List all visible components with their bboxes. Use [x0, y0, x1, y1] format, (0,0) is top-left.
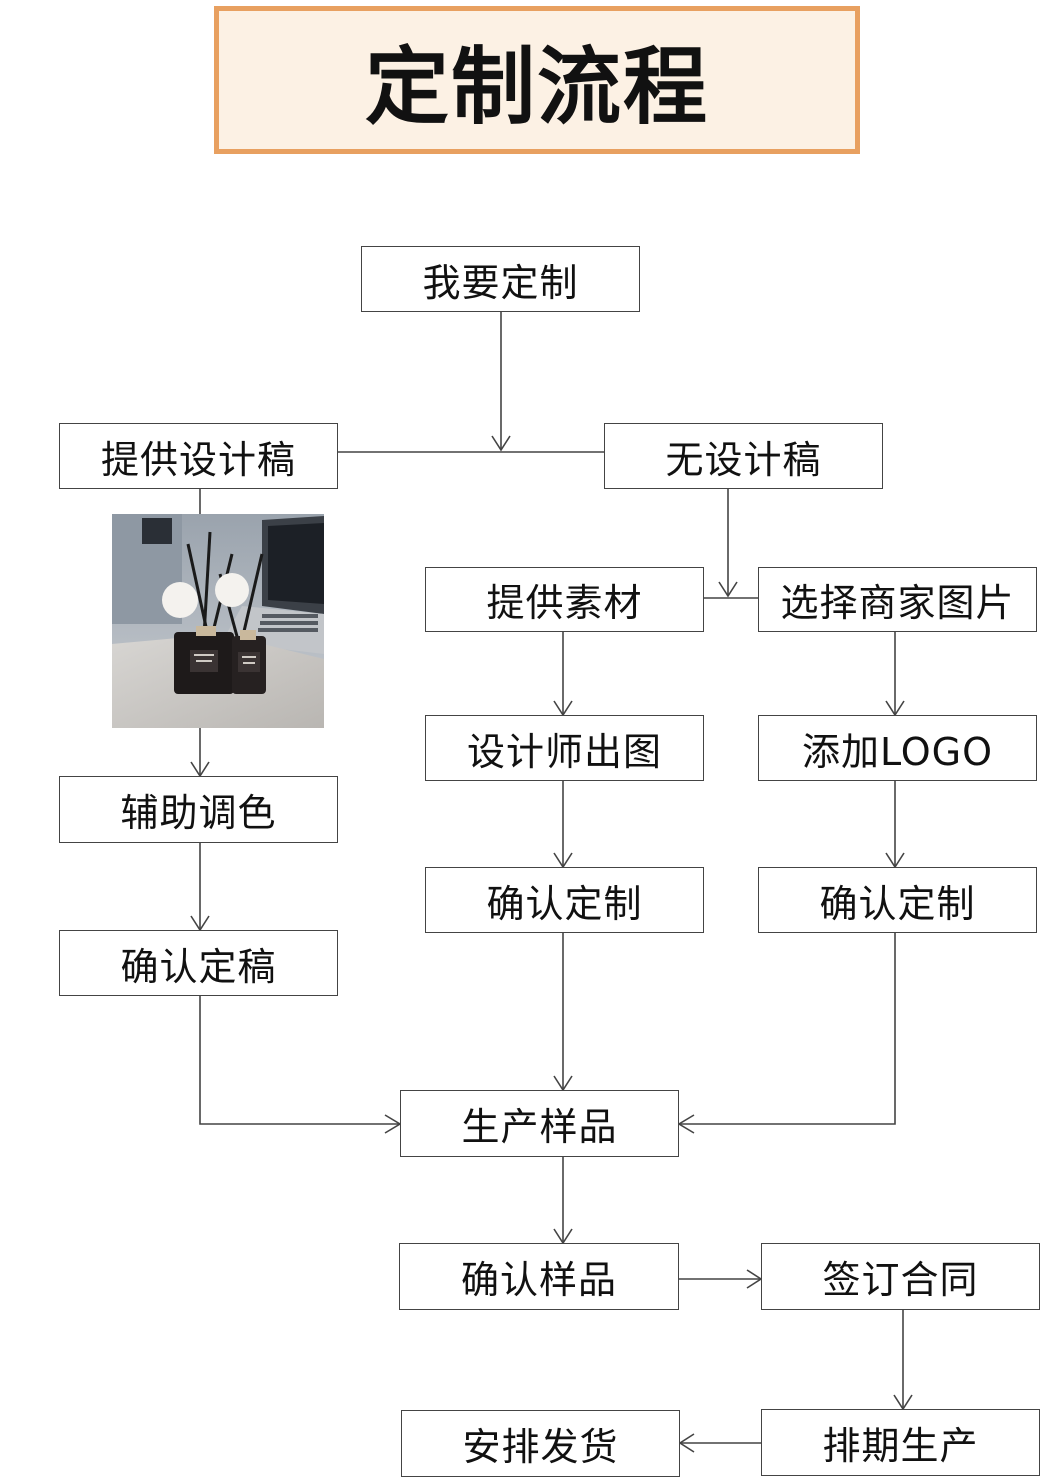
arrowhead-shipping	[678, 1433, 695, 1453]
title-banner: 定制流程	[214, 6, 860, 154]
node-add-logo: 添加LOGO	[758, 715, 1037, 781]
node-confirm-custom-left-label: 确认定制	[486, 881, 643, 926]
node-no-design: 无设计稿	[604, 423, 883, 489]
node-schedule-production: 排期生产	[761, 1409, 1040, 1476]
node-confirm-sample: 确认样品	[399, 1243, 679, 1310]
node-arrange-shipping-label: 安排发货	[462, 1425, 619, 1469]
node-provide-design-label: 提供设计稿	[100, 437, 296, 482]
node-provide-material: 提供素材	[425, 567, 704, 632]
node-confirm-custom-right-label: 确认定制	[819, 881, 976, 926]
page-title: 定制流程	[364, 37, 709, 136]
node-sign-contract-label: 签订合同	[822, 1258, 979, 1302]
node-provide-material-label: 提供素材	[486, 581, 643, 625]
node-produce-sample: 生产样品	[400, 1090, 679, 1157]
node-confirm-final: 确认定稿	[59, 930, 338, 996]
arrowhead-sample-right	[677, 1114, 695, 1134]
node-designer-draft-label: 设计师出图	[466, 729, 662, 774]
node-assist-color: 辅助调色	[59, 776, 338, 843]
node-add-logo-label: 添加LOGO	[801, 729, 994, 774]
node-choose-merchant-image-label: 选择商家图片	[780, 581, 1015, 625]
node-confirm-custom-left: 确认定制	[425, 867, 704, 933]
node-produce-sample-label: 生产样品	[461, 1105, 618, 1149]
node-schedule-production-label: 排期生产	[822, 1424, 979, 1468]
node-assist-color-label: 辅助调色	[120, 791, 277, 835]
connector-confirmfinal-to-sample	[199, 996, 400, 1125]
node-confirm-final-label: 确认定稿	[120, 944, 277, 989]
node-confirm-custom-right: 确认定制	[758, 867, 1037, 933]
arrowhead-material-junction	[718, 581, 738, 598]
node-arrange-shipping: 安排发货	[401, 1410, 680, 1477]
node-sign-contract: 签订合同	[761, 1243, 1040, 1310]
node-want-custom-label: 我要定制	[422, 260, 579, 305]
arrowhead-junction	[491, 435, 511, 452]
node-provide-design: 提供设计稿	[59, 423, 338, 489]
node-no-design-label: 无设计稿	[665, 437, 822, 482]
product-photo-diffuser	[112, 514, 324, 728]
node-choose-merchant-image: 选择商家图片	[758, 567, 1037, 632]
node-confirm-sample-label: 确认样品	[460, 1258, 617, 1302]
node-designer-draft: 设计师出图	[425, 715, 704, 781]
connector-confirmright-to-sample	[679, 933, 896, 1125]
node-want-custom: 我要定制	[361, 246, 640, 312]
